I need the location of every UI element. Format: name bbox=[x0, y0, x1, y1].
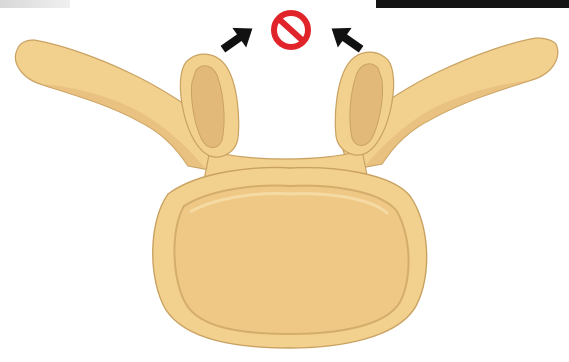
left-arrow-icon bbox=[216, 19, 259, 59]
vertebral-body-inner-rim bbox=[174, 186, 408, 334]
prohibited-sign-icon bbox=[274, 13, 308, 47]
